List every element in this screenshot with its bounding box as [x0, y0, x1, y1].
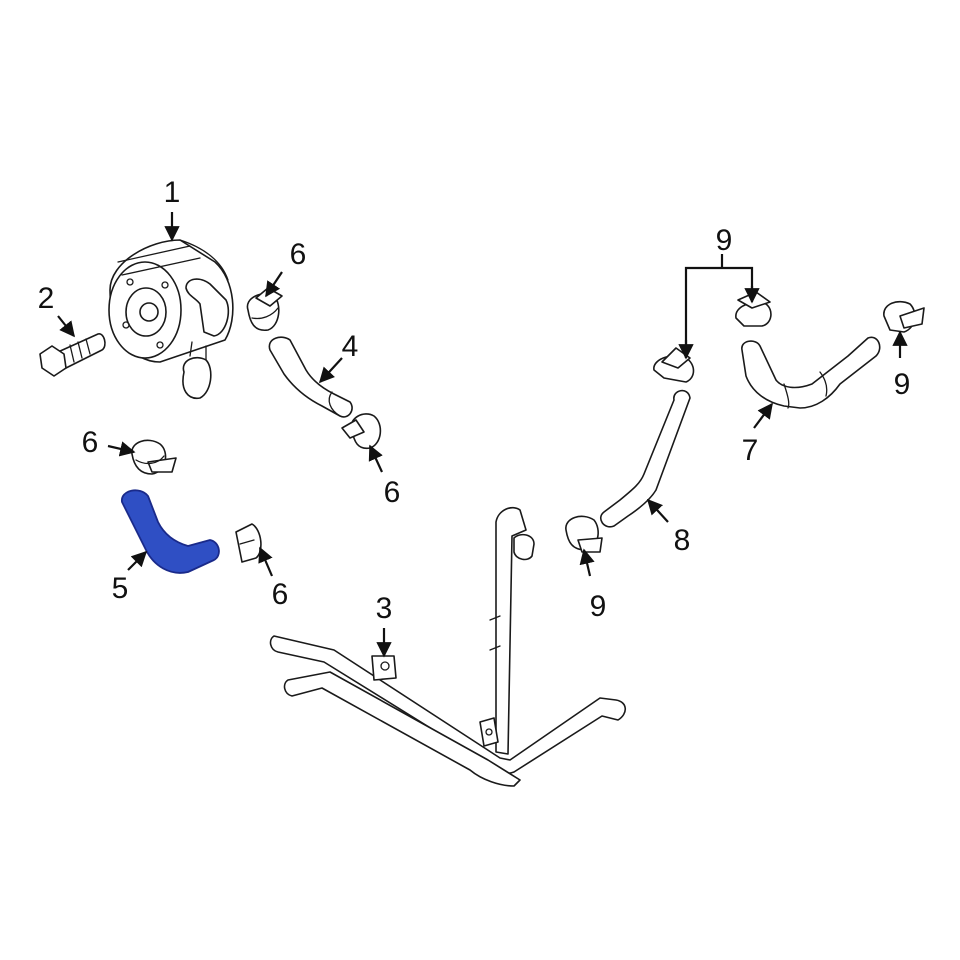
hose-clamp-part-9-d: [565, 515, 603, 553]
hose-part-7: [741, 336, 881, 409]
oil-cooler-part-1: [108, 239, 234, 399]
callouts: 1 2 3 4 5 6 6 6 6 7 8 9 9 9: [38, 176, 911, 625]
cooler-tube-assembly-part-3: [269, 506, 627, 787]
callout-1: 1: [164, 176, 181, 209]
hose-part-8: [599, 389, 691, 528]
callout-9-c: 9: [590, 590, 607, 623]
callout-5: 5: [112, 572, 129, 605]
leader-lines: [57, 212, 908, 658]
callout-3: 3: [376, 592, 393, 625]
callout-6-d: 6: [272, 578, 289, 611]
hose-clamp-part-6-b: [341, 413, 382, 450]
leader-6c: [107, 441, 136, 457]
callout-8: 8: [674, 524, 691, 557]
hose-clamp-part-9-a: [653, 347, 695, 383]
callout-9-b: 9: [894, 368, 911, 401]
hose-clamp-part-6-a: [246, 287, 283, 332]
hose-part-5-highlighted: [121, 489, 220, 574]
leader-4: [318, 357, 343, 384]
leader-2: [57, 315, 75, 338]
hose-clamp-part-6-c: [131, 439, 177, 475]
hose-clamp-part-9-b: [735, 291, 772, 327]
callout-9-a: 9: [716, 224, 733, 257]
hose-part-4: [268, 336, 353, 418]
bolt-part-2: [39, 333, 106, 377]
hose-clamp-part-9-c: [883, 300, 925, 333]
callout-6-a: 6: [290, 238, 307, 271]
leader-6a: [265, 271, 283, 298]
callout-6-b: 6: [384, 476, 401, 509]
callout-6-c: 6: [82, 426, 99, 459]
callout-2: 2: [38, 282, 55, 315]
leader-6b: [368, 444, 383, 473]
callout-4: 4: [342, 330, 359, 363]
hose-clamp-part-6-d: [235, 523, 262, 563]
leader-7: [753, 402, 773, 429]
leader-6d: [258, 546, 274, 577]
leader-9d: [579, 548, 595, 577]
leader-5: [127, 550, 148, 571]
callout-7: 7: [742, 434, 759, 467]
leader-8: [646, 498, 669, 523]
leader-9-bracket: [684, 266, 754, 358]
